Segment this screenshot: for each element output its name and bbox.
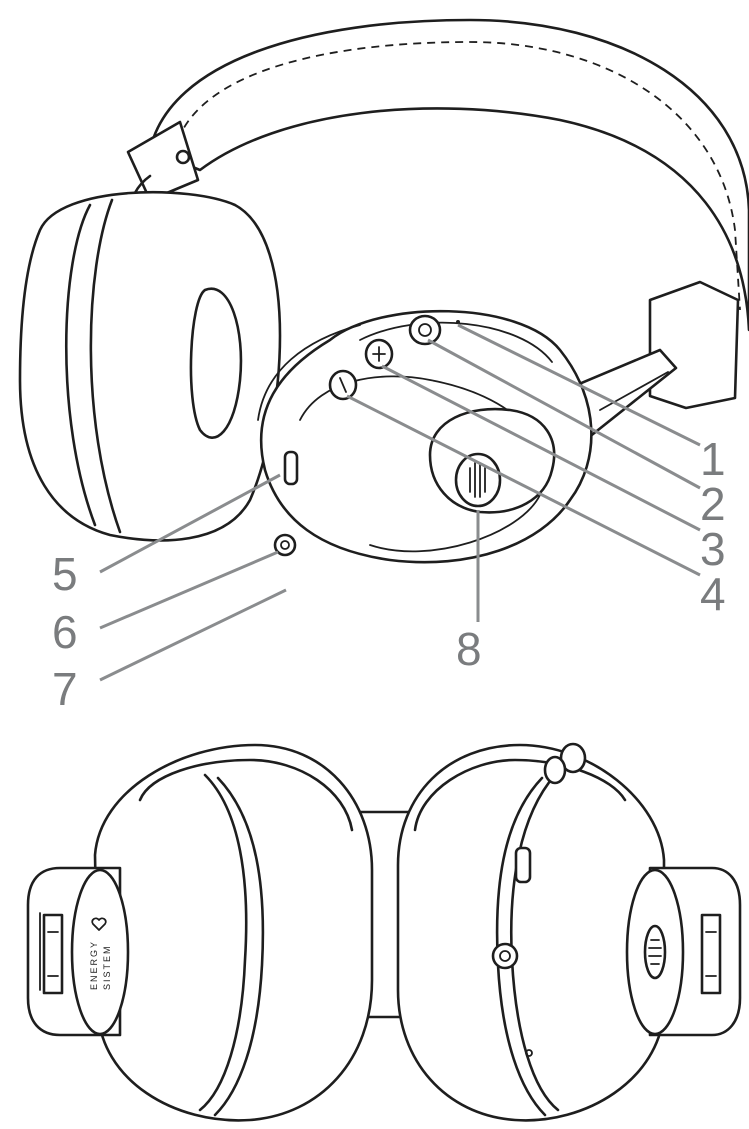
usb-c-port-icon	[283, 450, 299, 486]
left-ear-cup-front: ENERGY SISTEM	[26, 743, 374, 1122]
callout-6: 6	[52, 606, 78, 658]
left-slider	[126, 120, 200, 214]
usb-c-port-front	[514, 846, 532, 884]
brand-word-2: SISTEM	[102, 944, 112, 990]
callout-7: 7	[52, 663, 78, 715]
plus-icon	[364, 338, 394, 370]
microphone-grille-front	[643, 924, 667, 980]
minus-icon	[328, 369, 358, 401]
headphones-perspective-view: 1 2 3 4 5 6 7 8	[18, 18, 749, 715]
audio-jack-icon	[273, 533, 297, 557]
energy-sistem-logo-icon	[91, 917, 107, 931]
right-ear-cup-front	[396, 742, 742, 1122]
left-ear-cushion	[18, 190, 282, 542]
microphone-grille-icon	[469, 462, 486, 498]
audio-jack-front	[491, 942, 519, 970]
brand-word-1: ENERGY	[89, 940, 99, 990]
callout-4: 4	[700, 568, 726, 620]
mic-hole	[525, 1049, 533, 1057]
leader-lines	[99, 323, 701, 682]
callout-5: 5	[52, 548, 78, 600]
callout-1: 1	[700, 433, 726, 485]
power-icon	[408, 314, 442, 346]
callout-8: 8	[456, 623, 482, 675]
led-indicator	[456, 320, 460, 324]
headband	[148, 18, 749, 332]
headphones-front-view: ENERGY SISTEM	[26, 742, 742, 1122]
callout-3: 3	[700, 523, 726, 575]
callout-2: 2	[700, 478, 726, 530]
callout-labels: 1 2 3 4 5 6 7 8	[52, 433, 726, 715]
